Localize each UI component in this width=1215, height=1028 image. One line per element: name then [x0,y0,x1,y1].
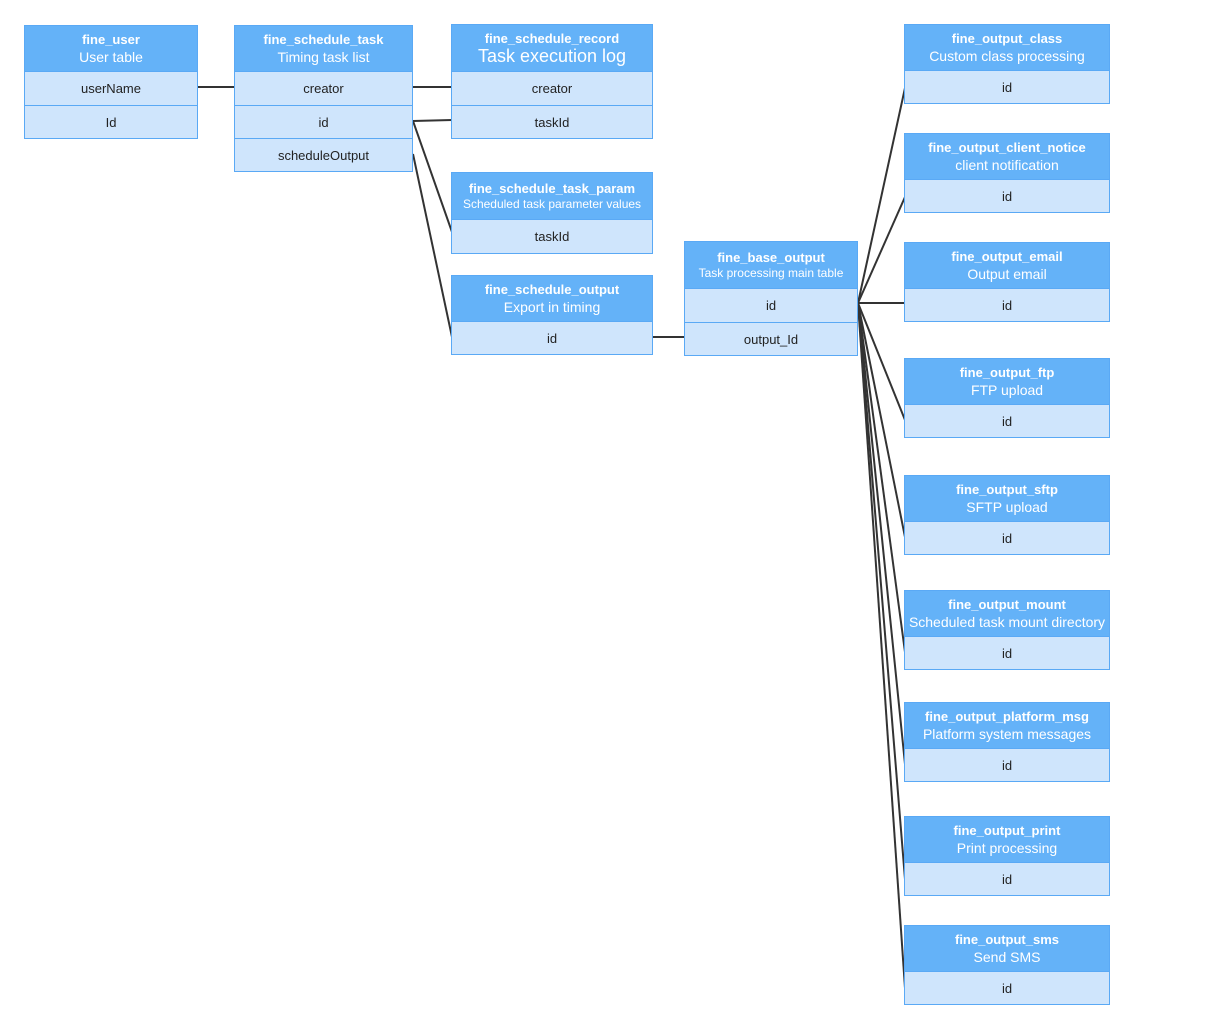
link-base-print [857,302,906,880]
table-field[interactable]: id [905,180,1109,212]
link-base-sms [857,302,906,989]
table-field[interactable]: id [905,637,1109,669]
table-name: fine_output_client_notice [928,139,1086,155]
table-field[interactable]: scheduleOutput [235,138,412,171]
table-description: User table [79,48,143,65]
table-field[interactable]: id [905,863,1109,895]
link-base-platform-msg [857,302,906,765]
table-field[interactable]: id [452,322,652,354]
table-name: fine_schedule_task_param [468,180,636,196]
table-description: Export in timing [503,298,601,315]
table-name: fine_output_sms [954,931,1059,947]
table-field[interactable]: taskId [452,220,652,253]
table-description: SFTP upload [966,498,1048,515]
table-field[interactable]: output_Id [685,322,857,355]
table-field[interactable]: Id [25,105,197,138]
link-base-sftp [857,302,906,538]
table-description: FTP upload [970,381,1044,398]
table-name: fine_schedule_task [263,31,384,47]
table-field[interactable]: id [905,289,1109,321]
table-description: Timing task list [277,48,370,65]
table-field[interactable]: taskId [452,105,652,138]
table-name: fine_user [82,31,140,47]
link-task-param [412,120,453,233]
table-name: fine_output_email [951,248,1063,264]
table-description: Print processing [956,839,1058,856]
link-task-record-taskid [412,119,453,122]
link-base-class [857,87,906,304]
table-description: Scheduled task mount directory [908,613,1106,630]
table-description: Platform system messages [922,725,1092,742]
table-name: fine_output_sftp [956,481,1058,497]
table-name: fine_base_output [717,249,825,265]
table-field[interactable]: id [905,749,1109,781]
table-name: fine_output_ftp [959,364,1055,380]
table-name: fine_output_platform_msg [925,708,1089,724]
link-base-ftp [857,302,906,421]
table-description: Output email [967,265,1047,282]
table-name: fine_schedule_output [484,281,620,297]
link-base-client-notice [857,196,906,304]
table-field[interactable]: id [905,522,1109,554]
table-field[interactable]: id [905,972,1109,1004]
table-description: client notification [955,156,1059,173]
table-description: Send SMS [973,948,1041,965]
table-field[interactable]: id [905,405,1109,437]
table-description: Scheduled task parameter values [462,196,642,211]
table-field[interactable]: creator [452,72,652,105]
link-base-mount [857,302,906,653]
table-name: fine_output_mount [948,596,1066,612]
table-description: Custom class processing [929,47,1085,64]
table-name: fine_schedule_record [484,31,620,46]
table-field[interactable]: userName [25,72,197,105]
table-field[interactable]: id [685,289,857,322]
table-field[interactable]: id [235,105,412,138]
table-name: fine_output_print [953,822,1061,838]
table-description: Task processing main table [698,265,844,280]
link-task-output [412,153,453,338]
table-field[interactable]: id [905,71,1109,103]
table-field[interactable]: creator [235,72,412,105]
table-description: Task execution log [477,46,627,66]
table-name: fine_output_class [951,30,1063,46]
